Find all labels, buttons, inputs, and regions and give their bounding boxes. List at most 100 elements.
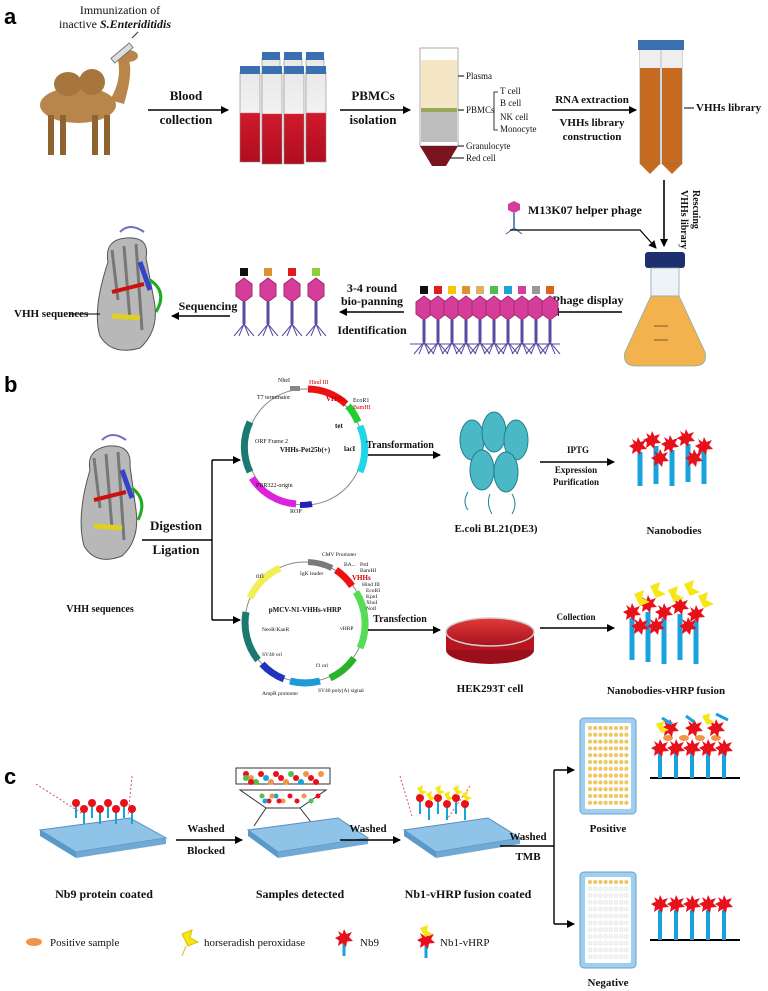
nb1-vhrp-icon — [417, 925, 435, 958]
phage-fiber — [238, 323, 245, 337]
layer-plasma: Plasma — [466, 71, 492, 81]
plate-well — [593, 886, 598, 891]
phage-fiber — [474, 341, 481, 355]
layer-monocyte: Monocyte — [500, 124, 537, 134]
sample-particle — [259, 793, 265, 799]
p1-nhei: NheI — [278, 378, 290, 384]
plate-well — [624, 913, 629, 919]
plate-well — [587, 947, 593, 953]
p1-hindiii: Hind III — [309, 380, 329, 386]
phage-fiber — [451, 341, 458, 355]
plate-well — [598, 879, 603, 885]
nb-head — [425, 800, 433, 808]
plate-nb9-coated-icon — [35, 775, 168, 858]
plate-well — [624, 800, 629, 805]
plate-well — [603, 893, 608, 898]
hrp-shape — [444, 791, 454, 801]
plate-well — [619, 927, 624, 932]
p2-kpni: KpnI — [366, 594, 377, 600]
phage-fiber — [507, 341, 519, 355]
plate-well — [593, 947, 598, 953]
nb9-head — [96, 805, 104, 813]
plate-well — [608, 934, 613, 939]
sample-particle — [273, 771, 279, 777]
sample-particle — [308, 798, 314, 804]
plate-well — [613, 766, 619, 771]
plate-well — [613, 907, 619, 912]
sample-particle — [248, 779, 254, 785]
hrp-icon — [181, 929, 200, 957]
plate-well — [613, 773, 619, 778]
plate-well — [608, 947, 613, 953]
syringe-icon — [110, 31, 139, 64]
plate-well — [593, 753, 598, 758]
rescuing-label-1: VHHs library — [678, 190, 689, 249]
library-construction-label-2: construction — [563, 131, 622, 143]
vhh-structure-icon — [96, 226, 163, 351]
plate-well — [587, 886, 593, 891]
negative-plate-icon — [579, 871, 637, 969]
phage-fiber — [315, 323, 322, 337]
plate-well — [598, 773, 603, 778]
washed3-label: Washed — [509, 831, 546, 843]
plasmid1-name: VHHs-Pet25b(+) — [280, 446, 331, 454]
phage-fiber — [257, 323, 269, 337]
camel-icon — [40, 50, 138, 155]
plate-well — [619, 886, 624, 891]
sample-particle — [263, 775, 269, 781]
vhh-sequences-label-a: VHH sequences — [14, 308, 89, 320]
nb9-head — [72, 799, 80, 807]
plate-well — [598, 739, 603, 744]
plate-well — [587, 759, 593, 765]
plate-well — [613, 739, 619, 744]
legend-nb9: Nb9 — [360, 937, 379, 949]
phage-fiber — [413, 341, 425, 355]
phage-fiber — [423, 341, 435, 355]
plate-well — [603, 746, 608, 751]
phage-fiber — [530, 341, 537, 355]
displayed-vhh — [532, 286, 540, 294]
sequencing-label: Sequencing — [179, 299, 238, 313]
plate-well — [593, 780, 598, 785]
library-construction-label-1: VHHs library — [559, 117, 625, 129]
plate-well — [613, 913, 619, 919]
plate-well — [603, 886, 608, 891]
p2-ecori: EcoRI — [366, 588, 380, 594]
plate-well — [624, 793, 629, 799]
plate-well — [598, 947, 603, 953]
plate-well — [608, 927, 613, 932]
hrp-shape — [453, 785, 463, 795]
plate-well — [603, 759, 608, 765]
plate-well — [613, 954, 619, 959]
plate-well — [587, 800, 593, 805]
plate-well — [624, 900, 629, 905]
plate-well — [608, 732, 613, 737]
sample-particle — [287, 793, 293, 799]
p1-orf: ORF Frame 2 — [255, 439, 288, 445]
plate-well — [593, 793, 598, 799]
plate-well — [598, 913, 603, 919]
plate-well — [608, 739, 613, 744]
plate-well — [619, 947, 624, 953]
plate-well — [603, 879, 608, 885]
p2-sv40poly: SV40 poly(A) signal — [318, 687, 364, 694]
pbmcs-label-2: isolation — [350, 112, 398, 127]
phage-fiber — [281, 323, 293, 337]
plasmid-pmcv-icon — [241, 559, 369, 687]
nb-head — [443, 800, 451, 808]
plate-well — [603, 941, 608, 946]
plate-well — [613, 920, 619, 925]
plate-well — [608, 907, 613, 912]
p2-ori: ori — [256, 572, 264, 580]
phage-fiber — [479, 341, 491, 355]
phage-fiber — [479, 341, 486, 355]
plate-well — [593, 900, 598, 905]
phage-fiber — [291, 323, 303, 337]
vhh-sequences-label-b: VHH sequences — [66, 604, 134, 615]
plate-well — [598, 732, 603, 737]
plate-well — [593, 800, 598, 805]
plate-well — [619, 753, 624, 758]
sample-particle — [258, 771, 264, 777]
p1-vhhs: VHHs — [326, 395, 345, 403]
plate-well — [624, 934, 629, 939]
